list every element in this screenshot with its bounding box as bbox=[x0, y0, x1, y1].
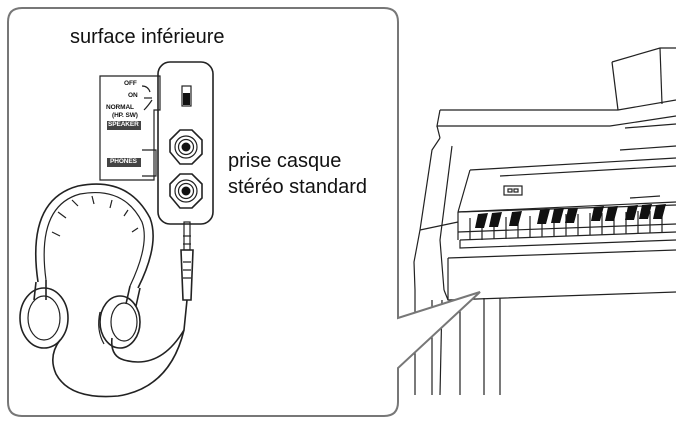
jack-label-line1: prise casque bbox=[228, 150, 342, 172]
off-label: OFF bbox=[124, 80, 137, 87]
black-keys bbox=[475, 204, 666, 228]
normal-label: NORMAL bbox=[106, 104, 134, 111]
left-ear-pad bbox=[19, 287, 69, 349]
phones-label: PHONES bbox=[110, 158, 137, 165]
jack-panel bbox=[157, 61, 214, 225]
surface-label: surface inférieure bbox=[70, 26, 225, 48]
speaker-switch bbox=[181, 85, 192, 107]
phones-label-bg bbox=[107, 158, 141, 167]
control-panel bbox=[99, 61, 214, 225]
callout-box bbox=[7, 7, 481, 417]
speaker-label: SPEAKER bbox=[108, 121, 139, 128]
display-icon bbox=[503, 185, 523, 196]
on-label: ON bbox=[128, 92, 138, 99]
hpsw-label: (HP. SW) bbox=[112, 112, 138, 119]
white-keys bbox=[469, 210, 663, 240]
speaker-label-bg bbox=[107, 121, 141, 130]
jack-label-line2: stéréo standard bbox=[228, 176, 367, 198]
phones-jack-1 bbox=[169, 129, 203, 165]
headphones-illustration bbox=[19, 183, 154, 349]
phones-jack-2 bbox=[169, 173, 203, 209]
headphone-plug bbox=[52, 221, 194, 398]
digital-piano-illustration bbox=[413, 47, 676, 396]
right-ear-pad bbox=[99, 295, 141, 349]
